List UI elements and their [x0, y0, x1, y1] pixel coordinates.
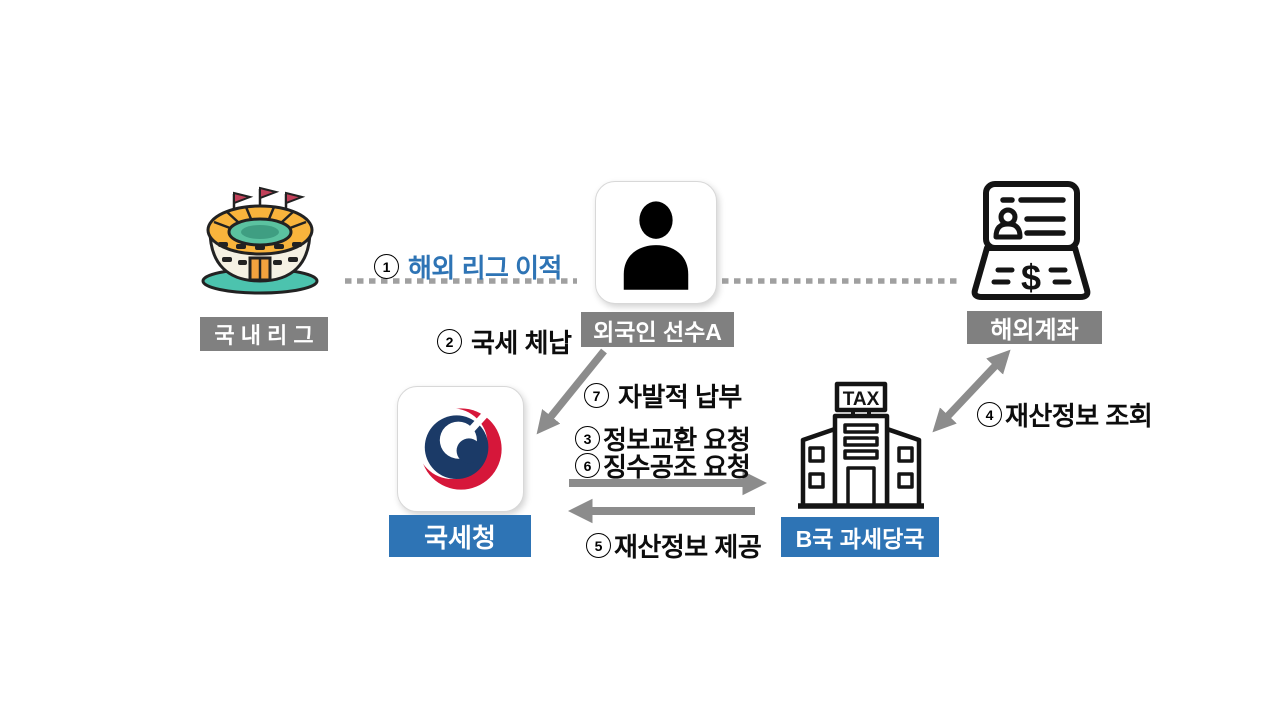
tax-building-shapes — [798, 381, 924, 509]
step5-text: 재산정보 제공 — [614, 532, 762, 562]
step6-collection-assistance-request: 6 징수공조 요청 — [575, 447, 751, 484]
nts-label-text: 국세청 — [424, 522, 496, 553]
person-silhouette-shape — [623, 200, 689, 290]
laptop-shapes — [971, 181, 1091, 300]
step2-tax-delinquency: 2 국세 체납 — [437, 323, 572, 360]
step2-circled-number: 2 — [437, 329, 462, 354]
step1-text: 해외 리그 이적 — [408, 253, 562, 283]
step5-asset-info-provision: 5 재산정보 제공 — [586, 527, 762, 564]
tax-sign-text: TAX — [843, 389, 880, 410]
person-silhouette-icon — [595, 181, 717, 304]
step1-circled-number: 1 — [374, 254, 399, 279]
step4-circled-number: 4 — [977, 402, 1002, 427]
step5-circled-number: 5 — [586, 533, 611, 558]
step6-circled-number: 6 — [575, 453, 600, 478]
b-country-tax-authority-label: B국 과세당국 — [781, 517, 939, 557]
korea-gov-emblem-shape — [416, 408, 502, 490]
tax-building-icon: TAX — [798, 381, 924, 509]
step6-text: 징수공조 요청 — [603, 452, 751, 482]
b-country-tax-authority-label-text: B국 과세당국 — [795, 526, 925, 552]
overseas-account-label-text: 해외계좌 — [990, 317, 1079, 344]
stadium-shapes — [201, 186, 319, 295]
step1-overseas-transfer: 1 해외 리그 이적 — [374, 248, 562, 285]
step4-asset-info-inquiry: 4 재산정보 조회 — [977, 396, 1153, 433]
step4-text: 재산정보 조회 — [1005, 401, 1153, 431]
step2-text: 국세 체납 — [471, 328, 572, 358]
nts-label: 국세청 — [389, 515, 531, 557]
domestic-league-label: 국 내 리 그 — [200, 317, 328, 351]
korea-gov-emblem-icon — [397, 386, 524, 512]
foreign-player-label: 외국인 선수A — [581, 312, 734, 347]
domestic-league-label-text: 국 내 리 그 — [214, 323, 314, 348]
step7-voluntary-payment: 7 자발적 납부 — [584, 377, 742, 414]
laptop-account-icon: $ — [971, 181, 1091, 300]
step7-text: 자발적 납부 — [618, 382, 742, 412]
step3-circled-number: 3 — [575, 426, 600, 451]
step7-circled-number: 7 — [584, 383, 609, 408]
dollar-symbol: $ — [1021, 257, 1041, 298]
step3-info-exchange-request: 3 정보교환 요청 — [575, 420, 751, 457]
step3-text: 정보교환 요청 — [603, 425, 751, 455]
foreign-player-label-text: 외국인 선수A — [593, 318, 722, 345]
overseas-account-label: 해외계좌 — [967, 311, 1102, 344]
stadium-icon — [201, 186, 319, 295]
